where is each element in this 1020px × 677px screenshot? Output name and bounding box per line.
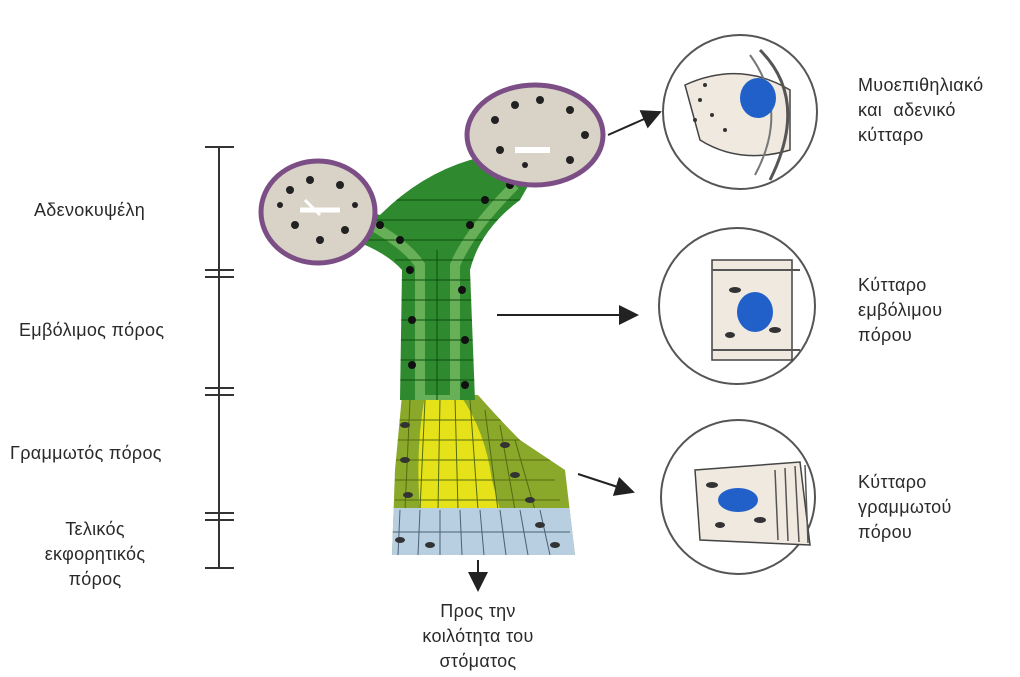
- label-striated-duct: Γραμμωτός πόρος: [10, 441, 162, 466]
- label-outlet-line: Προς την: [393, 599, 563, 624]
- zoom-circle-myoepithelial: [663, 35, 817, 189]
- label-cell-line: πόρου: [858, 520, 952, 545]
- label-cell-line: πόρου: [858, 323, 942, 348]
- zoom-circle-intercalated-cell: [659, 228, 815, 384]
- label-cell-line: και αδενικό: [858, 98, 983, 123]
- label-cell-line: Κύτταρο: [858, 470, 952, 495]
- label-acinus: Αδενοκυψέλη: [34, 198, 145, 223]
- label-cell-line: εμβόλιμου: [858, 298, 942, 323]
- zoom-circle-striated-cell: [661, 420, 815, 574]
- arrow-to-striated-cell: [578, 474, 633, 492]
- label-terminal-line: εκφορητικός: [20, 542, 170, 567]
- label-outlet: Προς την κοιλότητα του στόματος: [393, 599, 563, 674]
- label-outlet-line: στόματος: [393, 649, 563, 674]
- label-terminal-duct: Τελικός εκφορητικός πόρος: [20, 517, 170, 592]
- label-intercalated-duct: Εμβόλιμος πόρος: [19, 318, 164, 343]
- label-striated-cell: Κύτταρο γραμμωτού πόρου: [858, 470, 952, 545]
- label-myoepithelial-cell: Μυοεπιθηλιακό και αδενικό κύτταρο: [858, 73, 983, 148]
- label-cell-line: κύτταρο: [858, 123, 983, 148]
- label-intercalated-cell: Κύτταρο εμβόλιμου πόρου: [858, 273, 942, 348]
- striated-duct: [380, 390, 580, 560]
- arrow-to-myoepithelial: [608, 112, 660, 135]
- label-terminal-line: Τελικός: [20, 517, 170, 542]
- label-outlet-line: κοιλότητα του: [393, 624, 563, 649]
- label-cell-line: Κύτταρο: [858, 273, 942, 298]
- acinus-right: [467, 85, 603, 185]
- label-terminal-line: πόρος: [20, 567, 170, 592]
- label-cell-line: Μυοεπιθηλιακό: [858, 73, 983, 98]
- segment-bracket: [205, 147, 234, 568]
- acinus-left: [261, 161, 375, 263]
- label-cell-line: γραμμωτού: [858, 495, 952, 520]
